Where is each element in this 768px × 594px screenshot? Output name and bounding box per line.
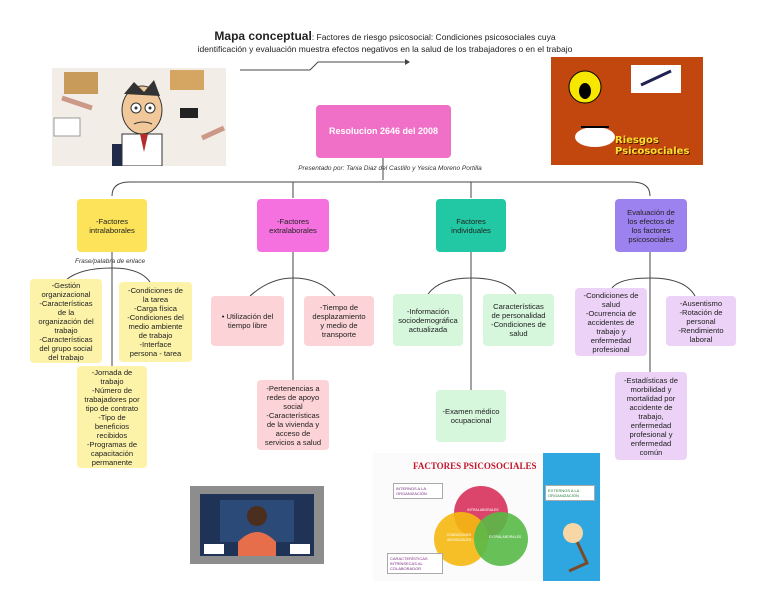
title-arrow bbox=[240, 61, 405, 71]
intra-box-3-text: -Jornada de trabajo -Número de trabajado… bbox=[84, 367, 140, 467]
infographic-intralaborales: INTRALABORALES bbox=[467, 508, 499, 512]
page-title: Mapa conceptual: Factores de riesgo psic… bbox=[150, 30, 620, 55]
factores-psicosociales-infographic: FACTORES PSICOSOCIALES INTERNOS A LA ORG… bbox=[373, 453, 600, 581]
title-line2: identificación y evaluación muestra efec… bbox=[197, 44, 573, 54]
category-intralaborales-label: -Factores intralaborales bbox=[89, 216, 135, 235]
category-extralaborales: -Factores extralaborales bbox=[257, 199, 329, 252]
riesgos-psicosociales-illustration: Riesgos Psicosociales bbox=[551, 57, 703, 165]
desk-worker-illustration bbox=[190, 486, 324, 564]
category-evaluacion-label: Evaluación de los efectos de los factore… bbox=[627, 207, 675, 244]
infographic-title: FACTORES PSICOSOCIALES bbox=[413, 461, 537, 471]
intra-box-3: -Jornada de trabajo -Número de trabajado… bbox=[77, 366, 147, 468]
indiv-box-1: -Información sociodemográfica actualizad… bbox=[393, 294, 463, 346]
intra-box-1: -Gestión organizacional -Características… bbox=[30, 279, 102, 363]
extra-box-1: • Utilización del tiempo libre bbox=[211, 296, 284, 346]
infographic-caracteristicas: CARACTERÍSTICAS INTRÍNSECAS AL COLABORAD… bbox=[387, 553, 443, 574]
intra-box-2-text: -Condiciones de la tarea -Carga física -… bbox=[127, 286, 184, 358]
category-individuales: Factores individuales bbox=[436, 199, 506, 252]
eval-box-1-text: -Condiciones de salud -Ocurrencia de acc… bbox=[583, 290, 639, 354]
extra-box-3-text: -Pertenencias a redes de apoyo social -C… bbox=[264, 383, 322, 447]
category-extralaborales-label: -Factores extralaborales bbox=[269, 216, 317, 235]
infographic-internos: INTERNOS A LA ORGANIZACIÓN bbox=[393, 483, 443, 499]
intra-box-1-text: -Gestión organizacional -Características… bbox=[38, 280, 94, 362]
indiv-box-2-text: Características de personalidad -Condici… bbox=[491, 302, 546, 338]
eval-box-2: -Ausentismo -Rotación de personal -Rendi… bbox=[666, 296, 736, 346]
stressed-worker-illustration bbox=[52, 68, 226, 166]
extra-box-1-text: • Utilización del tiempo libre bbox=[221, 312, 274, 330]
intra-box-2: -Condiciones de la tarea -Carga física -… bbox=[119, 282, 192, 362]
indiv-box-3-text: -Examen médico ocupacional bbox=[442, 407, 500, 425]
infographic-externos: EXTERNOS A LA ORGANIZACIÓN bbox=[545, 485, 595, 501]
eval-box-3-text: -Estadísticas de morbilidad y mortalidad… bbox=[623, 375, 679, 457]
extra-box-2: -Tiempo de desplazamiento y medio de tra… bbox=[304, 296, 374, 346]
title-rest: : Factores de riesgo psicosocial: Condic… bbox=[311, 32, 556, 42]
riesgos-psicosociales-text: Riesgos Psicosociales bbox=[615, 135, 690, 157]
presented-by: Presentado por: Tania Diaz del Castillo … bbox=[298, 165, 482, 172]
title-arrow-head bbox=[405, 59, 410, 65]
root-label: Resolucion 2646 del 2008 bbox=[328, 126, 439, 136]
extra-box-2-text: -Tiempo de desplazamiento y medio de tra… bbox=[312, 303, 366, 339]
eval-box-1: -Condiciones de salud -Ocurrencia de acc… bbox=[575, 288, 647, 356]
root-node: Resolucion 2646 del 2008 bbox=[316, 105, 451, 158]
eval-box-3: -Estadísticas de morbilidad y mortalidad… bbox=[615, 372, 687, 460]
category-individuales-label: Factores individuales bbox=[451, 216, 491, 235]
link-label: Frase/palabra de enlace bbox=[75, 258, 146, 265]
indiv-box-3: -Examen médico ocupacional bbox=[436, 390, 506, 442]
eval-box-2-text: -Ausentismo -Rotación de personal -Rendi… bbox=[678, 298, 724, 344]
infographic-extralaborales: EXTRALABORALES bbox=[488, 535, 522, 539]
indiv-box-2: Características de personalidad -Condici… bbox=[483, 294, 554, 346]
category-evaluacion: Evaluación de los efectos de los factore… bbox=[615, 199, 687, 252]
title-main: Mapa conceptual bbox=[214, 29, 312, 43]
extra-box-3: -Pertenencias a redes de apoyo social -C… bbox=[257, 380, 329, 450]
category-intralaborales: -Factores intralaborales bbox=[77, 199, 147, 252]
infographic-individuales: CONDICIONES INDIVIDUALES bbox=[446, 533, 472, 542]
indiv-box-1-text: -Información sociodemográfica actualizad… bbox=[398, 306, 458, 334]
